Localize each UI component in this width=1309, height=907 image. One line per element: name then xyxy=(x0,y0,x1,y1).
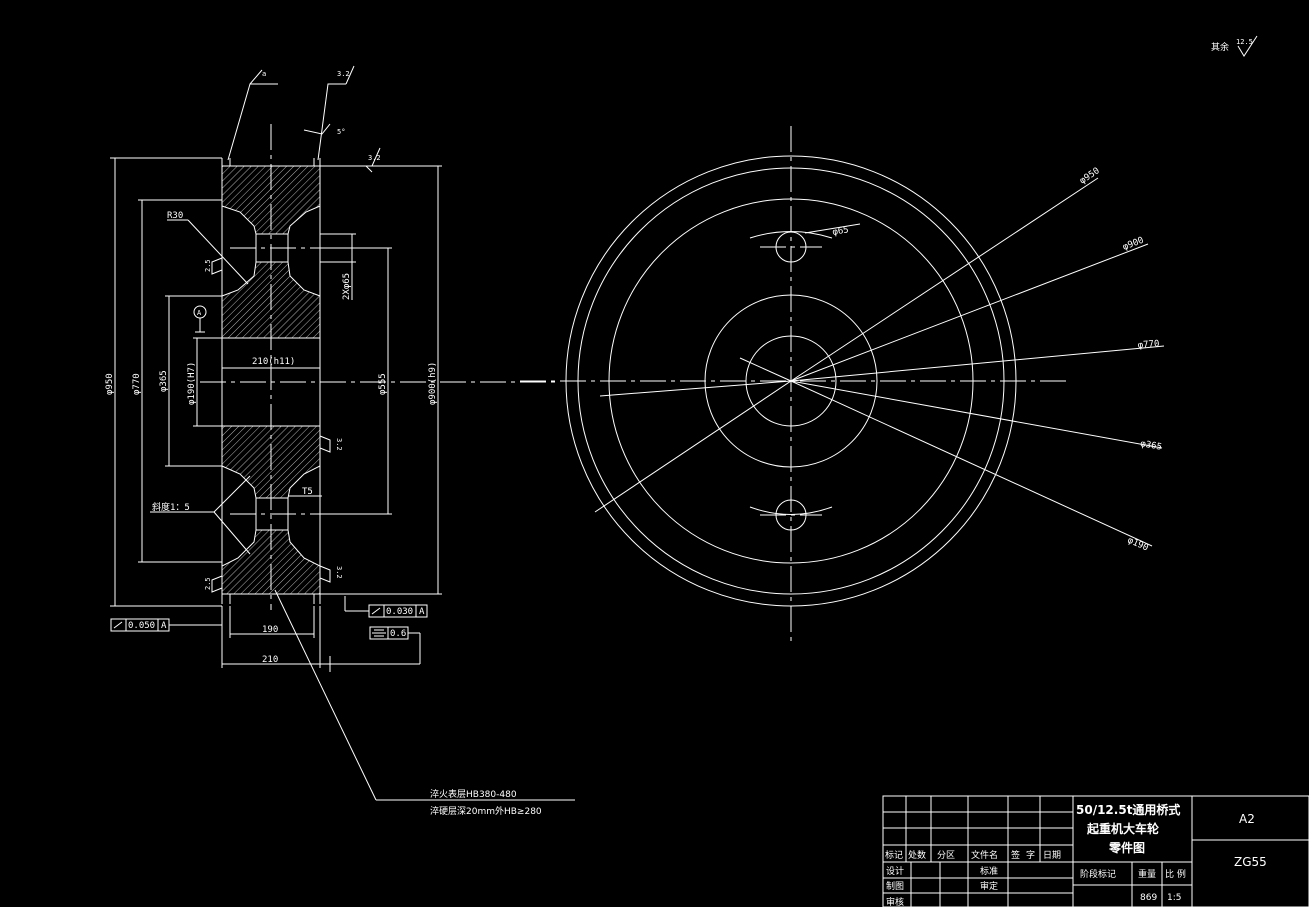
roughness-25-upper-label: 2.5 xyxy=(204,259,212,272)
runout-tolerance-left: 0.050 A xyxy=(110,618,222,632)
t5-label: T5 xyxy=(302,487,313,497)
tb-header-char: 字 xyxy=(1026,849,1035,861)
tb-header-sign: 签 xyxy=(1011,849,1020,861)
runout-right-datum: A xyxy=(419,607,425,617)
runout-right-icon xyxy=(371,607,381,615)
front-d770-label: φ770 xyxy=(1137,339,1159,351)
dimension-d770: φ770 xyxy=(132,199,222,563)
dimension-w190: 190 xyxy=(229,606,315,638)
tb-weight-value: 869 xyxy=(1140,893,1157,903)
roughness-32-mid-label: 3.2 xyxy=(335,438,343,451)
roughness-25-upper-icon xyxy=(211,257,223,275)
roughness-32-right-icon xyxy=(320,147,381,173)
symmetry-tolerance: 0.6 xyxy=(320,626,421,672)
radius-r30-label: R30 xyxy=(167,211,183,221)
dimension-w210-h11-text: 210(h11) xyxy=(252,357,295,367)
note-line-1: 淬火表层HB380-480 xyxy=(430,788,517,800)
roughness-32-low-label: 3.2 xyxy=(335,566,343,579)
datum-a-label: A xyxy=(197,309,202,317)
tb-review: 审定 xyxy=(980,880,998,892)
tb-title-line2: 起重机大车轮 xyxy=(1086,821,1160,836)
roughness-32-mid-icon xyxy=(319,435,331,453)
tb-stage-label: 阶段标记 xyxy=(1080,868,1116,880)
tb-scale-label: 比 例 xyxy=(1165,868,1186,880)
tb-draw: 制图 xyxy=(886,880,904,892)
dimension-d950: φ950 xyxy=(105,157,222,607)
dimension-w210-text: 210 xyxy=(262,655,278,665)
roughness-note-value: 12.5 xyxy=(1236,38,1253,46)
dimension-d950-text: φ950 xyxy=(105,373,115,395)
roughness-symbol-icon xyxy=(1237,35,1258,57)
roughness-32-top-label: 3.2 xyxy=(337,70,350,78)
dimension-holes-text: 2Xφ65 xyxy=(342,273,352,300)
symmetry-icon xyxy=(372,629,386,637)
angle-5-marker xyxy=(303,123,331,135)
roughness-32-low-icon xyxy=(319,565,331,583)
tb-title-line1: 50/12.5t通用桥式 xyxy=(1076,802,1180,817)
roughness-note-label: 其余 xyxy=(1211,41,1229,53)
runout-right-value: 0.030 xyxy=(386,607,413,617)
runout-left-datum: A xyxy=(161,621,167,631)
tb-check: 审核 xyxy=(886,896,904,907)
dimension-d555: φ555 xyxy=(320,247,392,515)
front-d365-label: φ365 xyxy=(1139,439,1162,453)
symmetry-value: 0.6 xyxy=(390,629,406,639)
note-line-2: 淬硬层深20mm外HB≥280 xyxy=(430,805,542,817)
tb-title-line3: 零件图 xyxy=(1108,840,1145,855)
dimension-w210: 210 xyxy=(221,606,321,668)
front-d900-label: φ900 xyxy=(1121,236,1145,253)
roughness-note: 其余 12.5 xyxy=(1211,35,1258,57)
taper-label: 斜度1：5 xyxy=(152,501,190,513)
section-view: φ950 φ770 φ365 φ190(H7) φ555 xyxy=(105,65,575,817)
roughness-25-lower-label: 2.5 xyxy=(204,577,212,590)
dimension-holes: 2Xφ65 xyxy=(320,233,356,300)
roughness-32-top-icon xyxy=(317,65,355,161)
angle-5-label: 5° xyxy=(337,128,345,136)
tb-header-date: 日期 xyxy=(1043,850,1061,861)
tb-header-count: 处数 xyxy=(908,849,926,861)
dimension-d555-text: φ555 xyxy=(378,373,388,395)
tb-header-file: 文件名 xyxy=(971,849,998,861)
dimension-w210-h11: 210(h11) xyxy=(222,357,320,369)
roughness-a-icon xyxy=(227,69,278,161)
tb-weight-label: 重量 xyxy=(1138,868,1156,880)
roughness-32-right-label: 3.2 xyxy=(368,154,381,162)
dimension-d190-text: φ190(H7) xyxy=(187,362,197,405)
title-block: 标记 处数 分区 文件名 签 字 日期 设计 标准 制图 审定 审核 50/12… xyxy=(882,795,1309,907)
front-d190-label: φ190 xyxy=(1126,536,1150,554)
tb-header-zone: 分区 xyxy=(937,850,955,861)
tb-standard: 标准 xyxy=(980,865,998,877)
dimension-d190: φ190(H7) xyxy=(187,337,222,427)
tb-material: ZG55 xyxy=(1234,855,1267,869)
front-d65-label: φ65 xyxy=(832,225,850,238)
roughness-25-lower-icon xyxy=(211,575,223,593)
tb-header-mark: 标记 xyxy=(885,849,903,861)
dimension-d900-text: φ900(h9) xyxy=(428,362,438,405)
roughness-a-label: a xyxy=(262,70,266,78)
dimension-w190-text: 190 xyxy=(262,625,278,635)
tb-sheet-size: A2 xyxy=(1239,812,1255,826)
dimension-d770-text: φ770 xyxy=(132,373,142,395)
runout-left-icon xyxy=(113,621,123,629)
dimension-d365-text: φ365 xyxy=(159,370,169,392)
runout-tolerance-right: 0.030 A xyxy=(344,596,428,618)
front-view: φ950 φ900 φ770 φ365 φ190 φ65 xyxy=(520,126,1165,646)
runout-left-value: 0.050 xyxy=(128,621,155,631)
dimension-d365: φ365 xyxy=(159,295,222,467)
tb-scale-value: 1:5 xyxy=(1167,893,1181,903)
tb-design: 设计 xyxy=(886,865,904,877)
